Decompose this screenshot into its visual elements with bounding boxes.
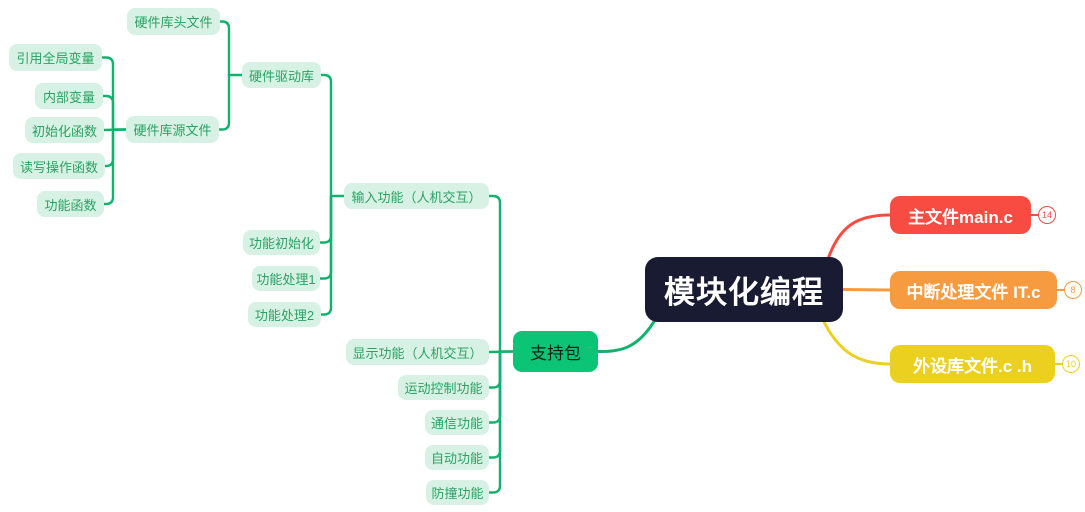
edge-support-motion-func bbox=[487, 350, 502, 389]
edge-hw-source-internal-var bbox=[101, 94, 115, 131]
edge-support-anti-func bbox=[487, 350, 502, 494]
mindmap-node-periph-file[interactable]: 外设库文件.c .h bbox=[890, 345, 1055, 383]
collapsed-count-badge-periph-file[interactable]: 10 bbox=[1062, 355, 1080, 373]
edge-hw-source-ref-global bbox=[100, 56, 115, 131]
mindmap-node-input-func[interactable]: 输入功能（人机交互） bbox=[344, 183, 489, 209]
mindmap-node-anti-func[interactable]: 防撞功能 bbox=[426, 480, 489, 505]
edge-input-func-func-proc1 bbox=[318, 194, 333, 280]
edge-root-periph-file bbox=[821, 318, 892, 366]
mindmap-node-display-func[interactable]: 显示功能（人机交互） bbox=[346, 339, 489, 365]
edge-hw-driver-hw-header bbox=[218, 20, 231, 77]
mindmap-node-func-init[interactable]: 功能初始化 bbox=[243, 230, 320, 255]
edge-root-it-file bbox=[841, 288, 892, 292]
edge-support-auto-func bbox=[487, 350, 502, 459]
mindmap-node-func-proc1[interactable]: 功能处理1 bbox=[252, 266, 320, 291]
mindmap-node-init-func[interactable]: 初始化函数 bbox=[25, 117, 104, 143]
badge-connector-periph-file bbox=[1055, 362, 1063, 366]
mindmap-node-comm-func[interactable]: 通信功能 bbox=[425, 410, 489, 435]
mindmap-node-func-proc2[interactable]: 功能处理2 bbox=[248, 302, 321, 327]
edge-hw-source-init-func bbox=[102, 128, 128, 132]
mindmap-node-func-func[interactable]: 功能函数 bbox=[37, 191, 104, 217]
badge-connector-main-file bbox=[1031, 213, 1039, 217]
edge-root-support bbox=[596, 318, 657, 353]
collapsed-count-badge-main-file[interactable]: 14 bbox=[1038, 206, 1056, 224]
edge-hw-source-func-func bbox=[102, 128, 115, 206]
mindmap-node-ref-global[interactable]: 引用全局变量 bbox=[9, 44, 102, 71]
edge-support-input-func bbox=[487, 194, 502, 353]
badge-connector-it-file bbox=[1057, 288, 1065, 292]
mindmap-node-hw-source[interactable]: 硬件库源文件 bbox=[126, 116, 219, 143]
mindmap-node-hw-header[interactable]: 硬件库头文件 bbox=[127, 8, 220, 35]
edge-input-func-hw-driver bbox=[319, 73, 333, 198]
mindmap-node-it-file[interactable]: 中断处理文件 IT.c bbox=[890, 271, 1057, 309]
mindmap-node-motion-func[interactable]: 运动控制功能 bbox=[398, 375, 489, 400]
mindmap-node-rw-func[interactable]: 读写操作函数 bbox=[13, 153, 105, 179]
edge-input-func-func-init bbox=[318, 194, 333, 244]
mindmap-node-root[interactable]: 模块化编程 bbox=[645, 257, 843, 322]
mindmap-node-hw-driver[interactable]: 硬件驱动库 bbox=[242, 62, 321, 88]
mindmap-node-auto-func[interactable]: 自动功能 bbox=[425, 445, 489, 470]
edge-input-func-func-proc2 bbox=[319, 194, 333, 316]
mindmap-node-support[interactable]: 支持包 bbox=[513, 331, 598, 372]
collapsed-count-badge-it-file[interactable]: 8 bbox=[1064, 281, 1082, 299]
mindmap-node-main-file[interactable]: 主文件main.c bbox=[890, 196, 1031, 234]
edge-root-main-file bbox=[826, 213, 892, 261]
edge-hw-driver-hw-source bbox=[217, 73, 231, 131]
mindmap-node-internal-var[interactable]: 内部变量 bbox=[35, 83, 103, 109]
